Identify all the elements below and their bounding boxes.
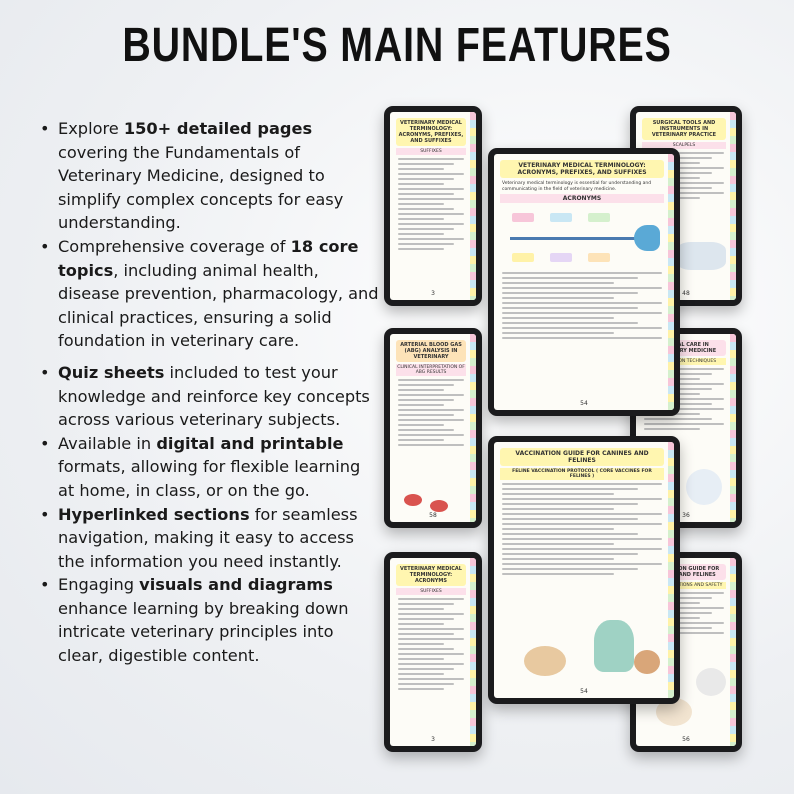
section-header: STABILIZATION TECHNIQUES (642, 358, 726, 365)
feature-list: Explore 150+ detailed pages covering the… (40, 117, 380, 668)
diagram-box (512, 213, 534, 222)
section-header: FELINE VACCINATION PROTOCOL ( CORE VACCI… (500, 468, 664, 480)
tablet-screen: VETERINARY MEDICAL TERMINOLOGY: ACRONYMS… (390, 112, 476, 300)
feature-item: Quiz sheets included to test your knowle… (40, 361, 380, 432)
page-number: 48 (682, 290, 690, 297)
page-number: 36 (682, 512, 690, 519)
section-header: SCALPELS (642, 142, 726, 149)
tablet-screen: VETERINARY MEDICAL TERMINOLOGY: ACRONYMS… (494, 154, 674, 410)
page-header: VETERINARY MEDICAL TERMINOLOGY: ACRONYMS… (396, 118, 466, 146)
text-lines (398, 158, 464, 250)
text-lines (502, 272, 662, 339)
page-header: VACCINATION GUIDE FOR CANINES AND FELINE… (500, 448, 664, 466)
hyperlink-tabs (668, 442, 674, 698)
diagram-box (550, 213, 572, 222)
tablet-screen: ARTERIAL BLOOD GAS (ABG) ANALYSIS IN VET… (390, 334, 476, 522)
tablet-abg-analysis: ARTERIAL BLOOD GAS (ABG) ANALYSIS IN VET… (384, 328, 482, 528)
feature-item: Explore 150+ detailed pages covering the… (40, 117, 380, 235)
section-header: ACRONYMS (500, 194, 664, 203)
hyperlink-tabs (730, 334, 736, 522)
veterinarian-illustration (686, 469, 722, 505)
diagram-box (588, 253, 610, 262)
feature-item: Engaging visuals and diagrams enhance le… (40, 573, 380, 667)
fishbone-diagram (502, 207, 662, 269)
page-header: VETERINARY MEDICAL TERMINOLOGY: ACRONYMS (396, 564, 466, 586)
text-lines (398, 598, 464, 690)
section-header: SUFFIXES (396, 588, 466, 595)
dog-illustration (524, 646, 566, 676)
page-number: 3 (431, 736, 435, 743)
page-number: 54 (580, 688, 588, 695)
tablet-screen: VACCINATION GUIDE FOR CANINES AND FELINE… (494, 442, 674, 698)
cat-illustration (634, 650, 660, 674)
page-header: VETERINARY MEDICAL TERMINOLOGY: ACRONYMS… (500, 160, 664, 178)
veterinarian-illustration (594, 620, 634, 672)
page-number: 58 (429, 512, 437, 519)
tablet-terminology-lower: VETERINARY MEDICAL TERMINOLOGY: ACRONYMS… (384, 552, 482, 752)
page-header: SURGICAL TOOLS AND INSTRUMENTS IN VETERI… (642, 118, 726, 140)
diagram-box (550, 253, 572, 262)
hyperlink-tabs (470, 112, 476, 300)
hyperlink-tabs (470, 334, 476, 522)
tablet-screen: VETERINARY MEDICAL TERMINOLOGY: ACRONYMS… (390, 558, 476, 746)
tablet-terminology-suffixes: VETERINARY MEDICAL TERMINOLOGY: ACRONYMS… (384, 106, 482, 306)
instrument-illustration (676, 242, 726, 270)
page-number: 54 (580, 400, 588, 407)
text-lines (502, 483, 662, 575)
text-lines (398, 379, 464, 446)
hyperlink-tabs (730, 558, 736, 746)
diagram-box (512, 253, 534, 262)
section-header: SUFFIXES (396, 148, 466, 155)
feature-item: Available in digital and printable forma… (40, 432, 380, 503)
page-title: BUNDLE'S MAIN FEATURES (122, 19, 672, 72)
page-header: ARTERIAL BLOOD GAS (ABG) ANALYSIS IN VET… (396, 340, 466, 362)
intro-text: Veterinary medical terminology is essent… (502, 181, 652, 192)
hyperlink-tabs (668, 154, 674, 410)
section-header: VACCINE REACTIONS AND SAFETY (642, 582, 726, 589)
hyperlink-tabs (470, 558, 476, 746)
page-number: 56 (682, 736, 690, 743)
tablet-vaccination-guide: VACCINATION GUIDE FOR CANINES AND FELINE… (488, 436, 680, 704)
feature-item: Hyperlinked sections for seamless naviga… (40, 503, 380, 574)
cat-illustration (696, 668, 726, 696)
diagram-box (588, 213, 610, 222)
section-header: CLINICAL INTERPRETATION OF ABG RESULTS (396, 364, 466, 376)
feature-item: Comprehensive coverage of 18 core topics… (40, 235, 380, 353)
fishbone-spine (510, 237, 640, 240)
blood-cell-illustration (404, 494, 422, 506)
hyperlink-tabs (730, 112, 736, 300)
fish-head-shape (634, 225, 660, 251)
tablet-terminology-acronyms: VETERINARY MEDICAL TERMINOLOGY: ACRONYMS… (488, 148, 680, 416)
page-number: 3 (431, 290, 435, 297)
blood-cell-illustration (430, 500, 448, 512)
